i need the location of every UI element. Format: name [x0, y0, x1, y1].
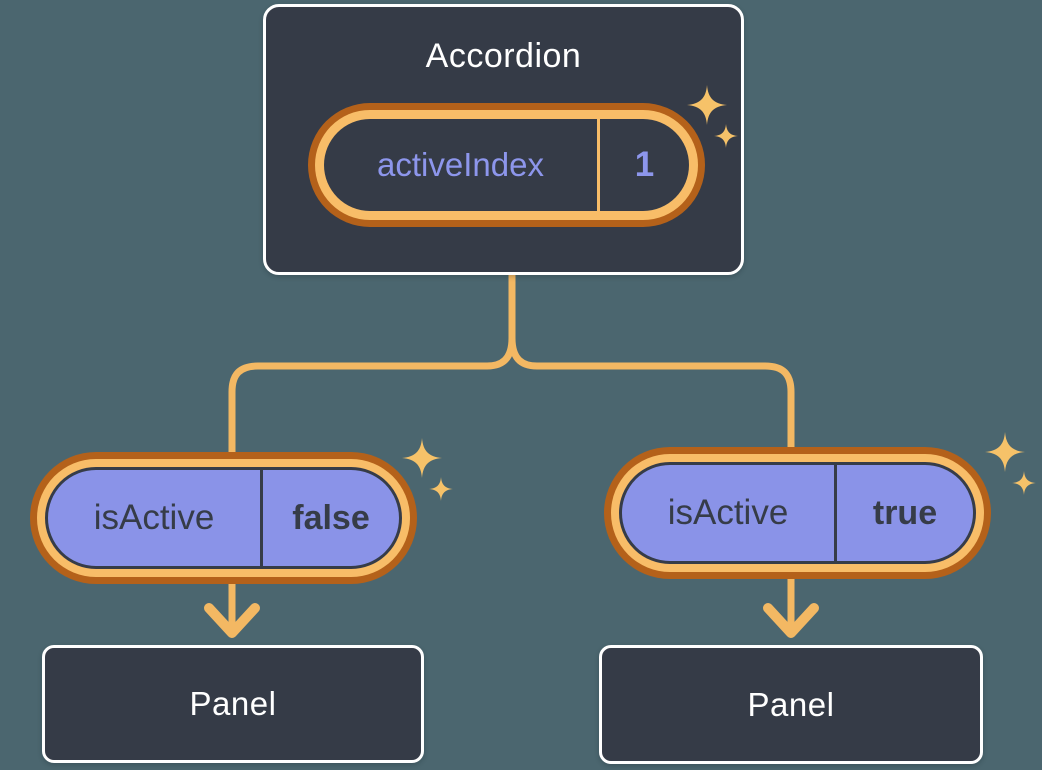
arrow-down-icon	[204, 603, 260, 638]
sparkle-icon	[985, 432, 1036, 495]
pill-divider	[260, 470, 263, 566]
sparkle-icon	[402, 438, 453, 501]
pill-divider	[834, 465, 837, 561]
sparkle-icon	[687, 85, 738, 148]
arrow-down-icon	[763, 603, 819, 638]
state-value-label: 1	[634, 145, 655, 184]
prop-pill-isactive-false: isActive false	[30, 452, 417, 584]
connector-right-branch	[508, 274, 795, 633]
state-name-label: activeIndex	[377, 146, 544, 183]
state-pill-activeindex: activeIndex 1	[308, 103, 705, 227]
prop-name-label: isActive	[93, 498, 215, 537]
panel-title: Panel	[747, 685, 835, 723]
panel-node-left: Panel	[42, 645, 424, 763]
panel-title: Panel	[189, 685, 277, 722]
prop-pill-isactive-true: isActive true	[604, 447, 991, 579]
pill-divider	[597, 119, 600, 211]
prop-name-label: isActive	[667, 493, 789, 532]
prop-value-label: false	[292, 498, 370, 537]
accordion-title: Accordion	[425, 37, 582, 75]
panel-node-right: Panel	[599, 645, 983, 764]
prop-value-label: true	[872, 493, 938, 532]
